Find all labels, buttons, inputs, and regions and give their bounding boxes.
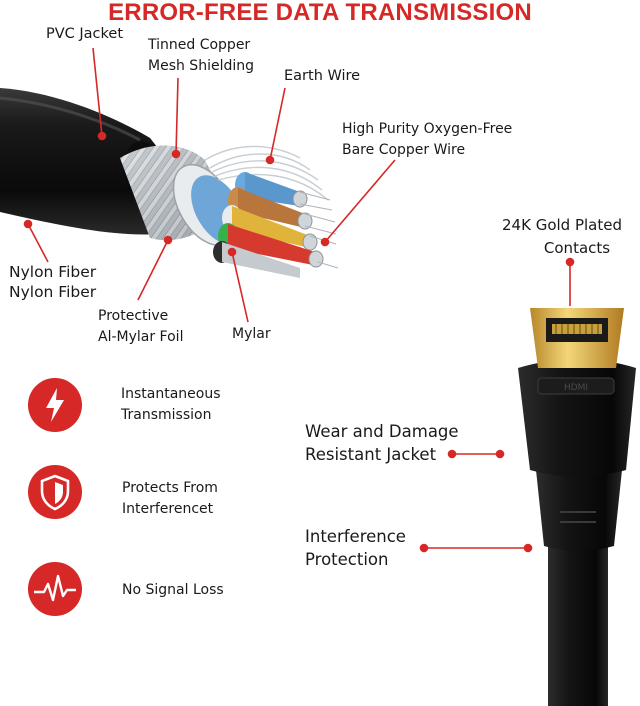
label-tinned-copper: Tinned Copper Mesh Shielding <box>148 35 254 77</box>
label-pvc-jacket: PVC Jacket <box>46 26 124 42</box>
label-interference: Interference Protection <box>305 525 406 571</box>
cable-cross-section <box>0 88 339 278</box>
label-wear-jacket-line1: Wear and Damage <box>305 422 459 441</box>
label-interference-line2: Protection <box>305 550 389 569</box>
label-mylar: Mylar <box>232 326 271 342</box>
label-tinned-copper-line2: Mesh Shielding <box>148 58 254 74</box>
feature-text-transmission: Instantaneous Transmission <box>121 384 221 426</box>
label-nylon-fiber-line2: Nylon Fiber <box>9 283 97 301</box>
label-al-mylar-foil: Protective Al-Mylar Foil <box>98 306 183 348</box>
feature-text-signal: No Signal Loss <box>122 582 224 598</box>
label-nylon-fiber: Nylon Fiber Nylon Fiber <box>9 262 96 302</box>
label-interference-line1: Interference <box>305 527 406 546</box>
label-oxygen-free-line1: High Purity Oxygen-Free <box>342 121 513 137</box>
label-earth-wire: Earth Wire <box>284 68 361 84</box>
label-oxygen-free-line2: Bare Copper Wire <box>342 142 466 158</box>
label-gold-contacts: 24K Gold Plated Contacts <box>502 214 622 260</box>
connector-callouts <box>419 257 575 553</box>
label-nylon-fiber-line1: Nylon Fiber <box>9 263 97 281</box>
label-oxygen-free: High Purity Oxygen-Free Bare Copper Wire <box>342 119 512 161</box>
label-wear-jacket: Wear and Damage Resistant Jacket <box>305 420 459 466</box>
feature-text-transmission-line2: Transmission <box>121 407 212 423</box>
label-tinned-copper-line1: Tinned Copper <box>148 37 251 53</box>
page-title: ERROR-FREE DATA TRANSMISSION <box>108 0 532 26</box>
feature-text-transmission-line1: Instantaneous <box>121 386 221 402</box>
hdmi-connector: HDMI <box>518 308 636 706</box>
feature-text-interference-line1: Protects From <box>122 480 218 496</box>
feature-text-interference: Protects From Interferencet <box>122 478 218 520</box>
cable-callouts <box>23 47 396 323</box>
label-al-mylar-foil-line2: Al-Mylar Foil <box>98 329 184 345</box>
signal-wave-icon <box>28 562 82 616</box>
label-al-mylar-foil-line1: Protective <box>98 308 169 324</box>
label-gold-contacts-line1: 24K Gold Plated <box>502 216 622 234</box>
label-wear-jacket-line2: Resistant Jacket <box>305 445 437 464</box>
lightning-icon <box>28 378 82 432</box>
svg-text:HDMI: HDMI <box>564 383 588 393</box>
feature-text-interference-line2: Interferencet <box>122 501 214 517</box>
shield-icon <box>28 465 82 519</box>
label-gold-contacts-line2: Contacts <box>543 239 611 257</box>
